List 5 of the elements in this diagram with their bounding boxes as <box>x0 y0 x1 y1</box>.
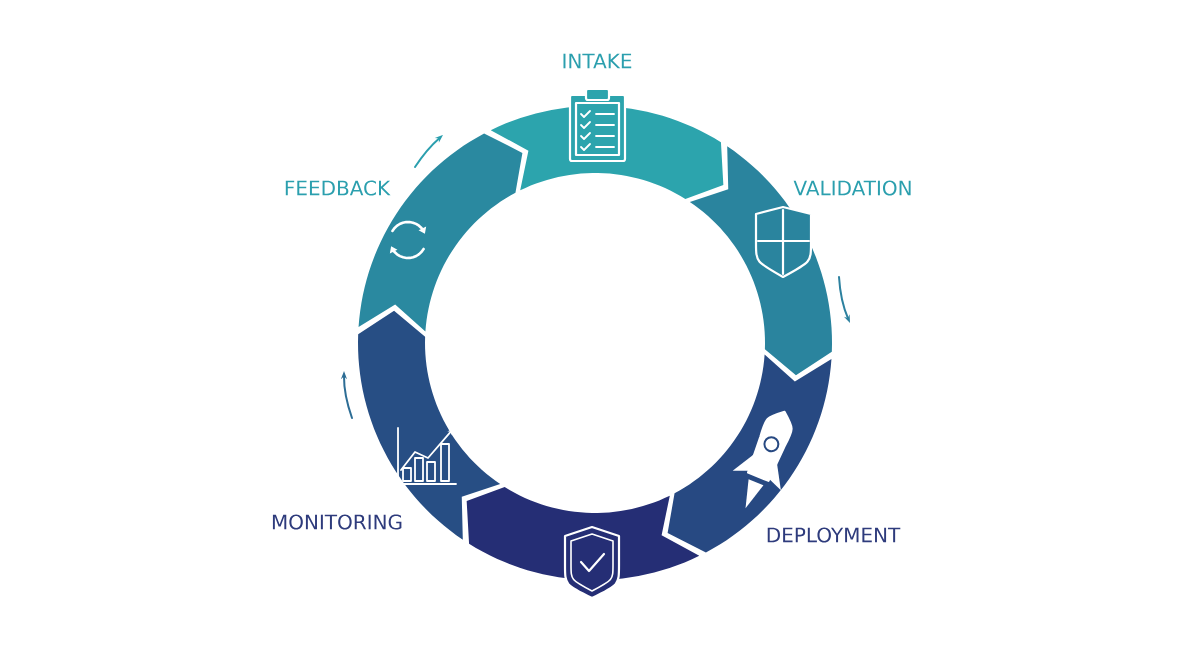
stage-label: VALIDATION <box>793 180 911 196</box>
stage-label: MONITORING <box>272 514 402 530</box>
stage-label: FEEDBACK <box>285 180 391 196</box>
stage-label: INTAKE <box>563 53 632 69</box>
stage-label: DEPLOYMENT <box>767 527 901 543</box>
